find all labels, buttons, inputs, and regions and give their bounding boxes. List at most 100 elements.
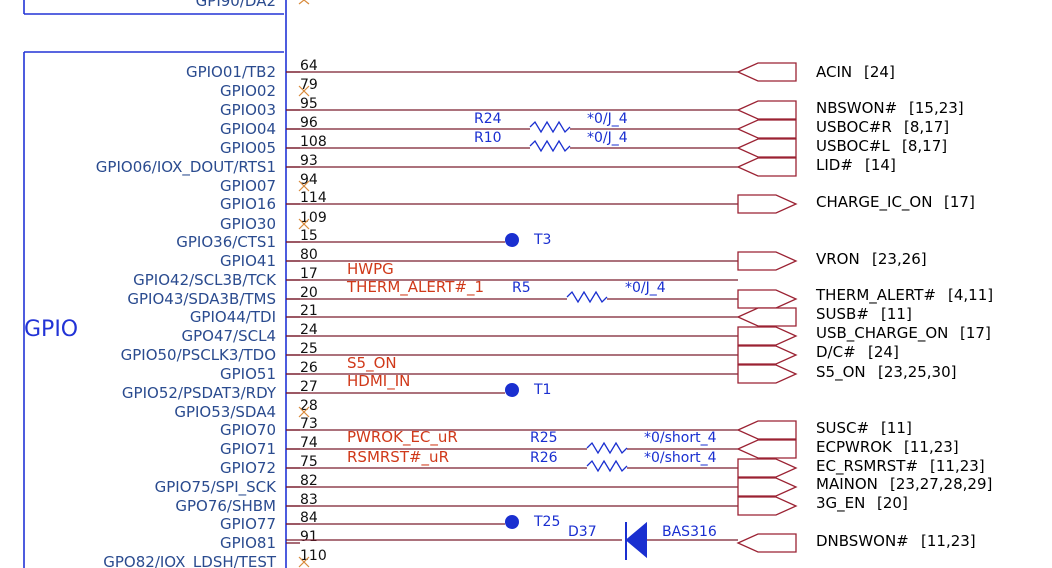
- net-label-pwrok-ec: PWROK_EC_uR: [347, 428, 458, 447]
- pin-label: GPIO01/TB2: [186, 63, 276, 81]
- pin-number: 94: [300, 172, 318, 188]
- off-page-connector: DNBSWON#[11,23]: [736, 532, 976, 553]
- connector-arrow: [737, 251, 798, 271]
- pin-label: GPIO05: [220, 139, 276, 157]
- pin-label: GPIO07: [220, 177, 276, 195]
- pin-number: 21: [300, 303, 318, 319]
- resistor-r26-value: *0/short_4: [644, 450, 717, 466]
- ic-body-outline: [23, 0, 287, 568]
- pin-row: GPIO07 94: [220, 172, 318, 195]
- off-page-connector: ECPWROK[11,23]: [736, 438, 959, 459]
- pin-label: GPIO81: [220, 534, 276, 552]
- pin-label: GPIO16: [220, 195, 276, 213]
- connector-arrow: [737, 345, 798, 365]
- pin-number: 25: [300, 341, 318, 357]
- off-page-connector: D/C#[24]: [737, 343, 899, 365]
- pin-label: GPIO03: [220, 101, 276, 119]
- connector-name: D/C#: [816, 343, 856, 361]
- no-connect-mark: [298, 180, 310, 192]
- connector-name: SUSB#: [816, 305, 869, 323]
- connector-arrow: [736, 100, 797, 120]
- top-nc-mark: [298, 0, 310, 5]
- off-page-connector: EC_RSMRST# [11,23]: [737, 457, 985, 478]
- off-page-connector: MAINON[23,27,28,29]: [737, 475, 992, 497]
- pin-number: 24: [300, 322, 318, 338]
- connector-name: VRON: [816, 250, 860, 268]
- off-page-connector: CHARGE_IC_ON[17]: [737, 193, 975, 214]
- pin-label: GPIO44/TDI: [190, 308, 276, 326]
- pin-number: 26: [300, 360, 318, 376]
- test-point-t3-label: T3: [533, 232, 551, 248]
- connector-page-ref: [11,23]: [930, 457, 985, 475]
- connector-page-ref: [11,23]: [904, 438, 959, 456]
- connector-page-ref: [24]: [864, 63, 895, 81]
- connector-arrow: [737, 289, 798, 309]
- connector-name: S5_ON: [816, 363, 866, 382]
- pin-number: 28: [300, 398, 318, 414]
- resistor-r24-value: *0/J_4: [587, 111, 628, 127]
- connector-arrow: [737, 326, 798, 346]
- net-label-hwpg: HWPG: [347, 260, 394, 278]
- connector-arrow: [736, 62, 797, 82]
- gpio-block-title: GPIO: [24, 317, 78, 342]
- connector-name: CHARGE_IC_ON: [816, 193, 932, 212]
- pin-label: GPO47/SCL4: [181, 327, 276, 345]
- connector-arrow: [737, 364, 798, 384]
- resistor-r5-value: *0/J_4: [625, 280, 666, 296]
- connector-name: DNBSWON#: [816, 532, 909, 550]
- pin-label: GPIO71: [220, 440, 276, 458]
- pin-number: 79: [300, 77, 318, 93]
- off-page-connector: USB_CHARGE_ON[17]: [737, 324, 991, 346]
- net-label-hdmi-in: HDMI_IN: [347, 372, 410, 391]
- pin-number: 73: [300, 416, 318, 432]
- pin-label: GPIO50/PSCLK3/TDO: [121, 346, 276, 364]
- pin-label: GPIO43/SDA3B/TMS: [127, 290, 276, 308]
- off-page-connector: ACIN[24]: [736, 62, 895, 82]
- connector-name: USB_CHARGE_ON: [816, 324, 948, 343]
- pin-number: 15: [300, 228, 318, 244]
- connector-arrow: [736, 533, 797, 553]
- pin-label: GPIO77: [220, 515, 276, 533]
- resistor-r25: R25 *0/short_4: [530, 430, 717, 455]
- pin-row: GPIO01/TB2 64: [186, 58, 318, 81]
- resistor-r25-ref: R25: [530, 430, 558, 446]
- resistor-r10: R10 *0/J_4: [474, 130, 628, 153]
- connector-arrow: [737, 458, 798, 478]
- resistor-r24-ref: R24: [474, 111, 502, 127]
- wires-layer: [286, 71, 738, 525]
- connector-page-ref: [15,23]: [909, 99, 964, 117]
- off-page-connector: 3G_EN[20]: [737, 494, 908, 516]
- net-label-rsmrst: RSMRST#_uR: [347, 448, 449, 467]
- connector-name: THERM_ALERT#: [815, 286, 936, 305]
- connector-page-ref: [4,11]: [948, 286, 993, 304]
- resistor-r24: R24 *0/J_4: [474, 111, 628, 134]
- test-point-t25-label: T25: [533, 514, 560, 530]
- connector-arrow: [736, 157, 797, 177]
- connector-arrow: [736, 439, 797, 459]
- connector-name: SUSC#: [816, 419, 869, 437]
- connector-arrow: [736, 119, 797, 139]
- connector-arrow: [736, 307, 797, 327]
- connector-name: MAINON: [816, 475, 878, 493]
- pin-number: 64: [300, 58, 318, 74]
- pin-label: GPIO42/SCL3B/TCK: [133, 271, 277, 289]
- connector-arrow: [736, 138, 797, 158]
- resistor-r5-ref: R5: [512, 280, 531, 296]
- test-point-t1-label: T1: [533, 382, 551, 398]
- connector-page-ref: [23,26]: [872, 250, 927, 268]
- diode-d37: D37 BAS316: [286, 521, 738, 560]
- resistor-r10-value: *0/J_4: [587, 130, 628, 146]
- connector-name: EC_RSMRST#: [816, 457, 918, 476]
